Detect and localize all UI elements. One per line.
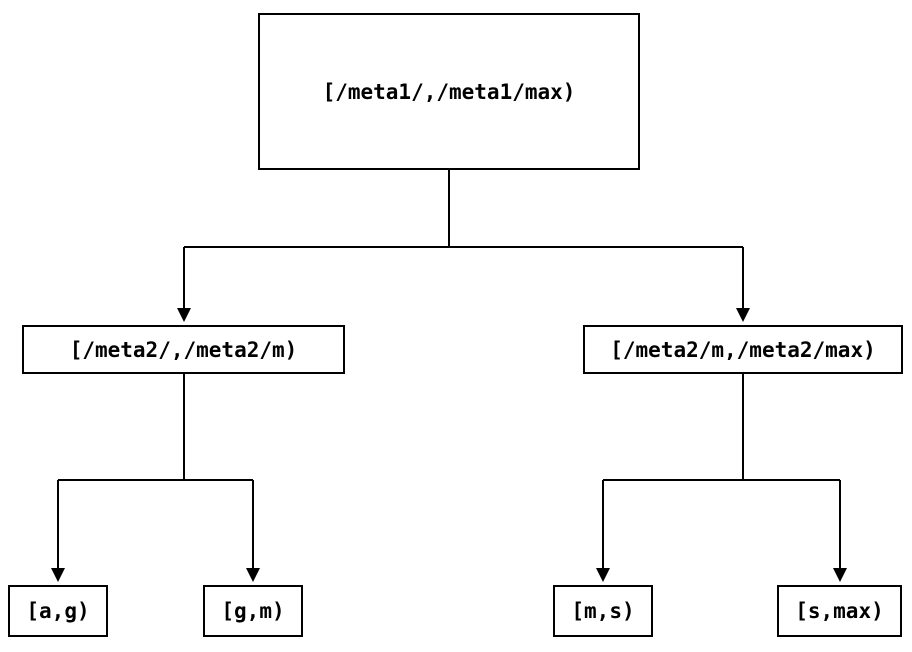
arrow-down-to-left-node-icon — [177, 308, 191, 322]
connector-left-subtree — [57, 373, 254, 568]
node-right-meta2-range: [/meta2/m,/meta2/max) — [583, 325, 903, 374]
node-leaf-smax: [s,max) — [777, 585, 902, 637]
arrow-down-to-leaf-gm-icon — [246, 568, 260, 582]
connector-right-subtree — [602, 373, 841, 568]
arrow-down-to-leaf-ms-icon — [596, 568, 610, 582]
node-leaf-ag: [a,g) — [8, 585, 108, 637]
arrow-down-to-right-node-icon — [736, 308, 750, 322]
arrow-down-to-leaf-ag-icon — [51, 568, 65, 582]
node-left-meta2-range: [/meta2/,/meta2/m) — [22, 325, 345, 374]
node-leaf-ms: [m,s) — [553, 585, 653, 637]
node-leaf-gm: [g,m) — [203, 585, 303, 637]
node-root-meta1-range: [/meta1/,/meta1/max) — [258, 13, 640, 170]
connector-root-to-children — [183, 170, 744, 308]
arrow-down-to-leaf-smax-icon — [833, 568, 847, 582]
